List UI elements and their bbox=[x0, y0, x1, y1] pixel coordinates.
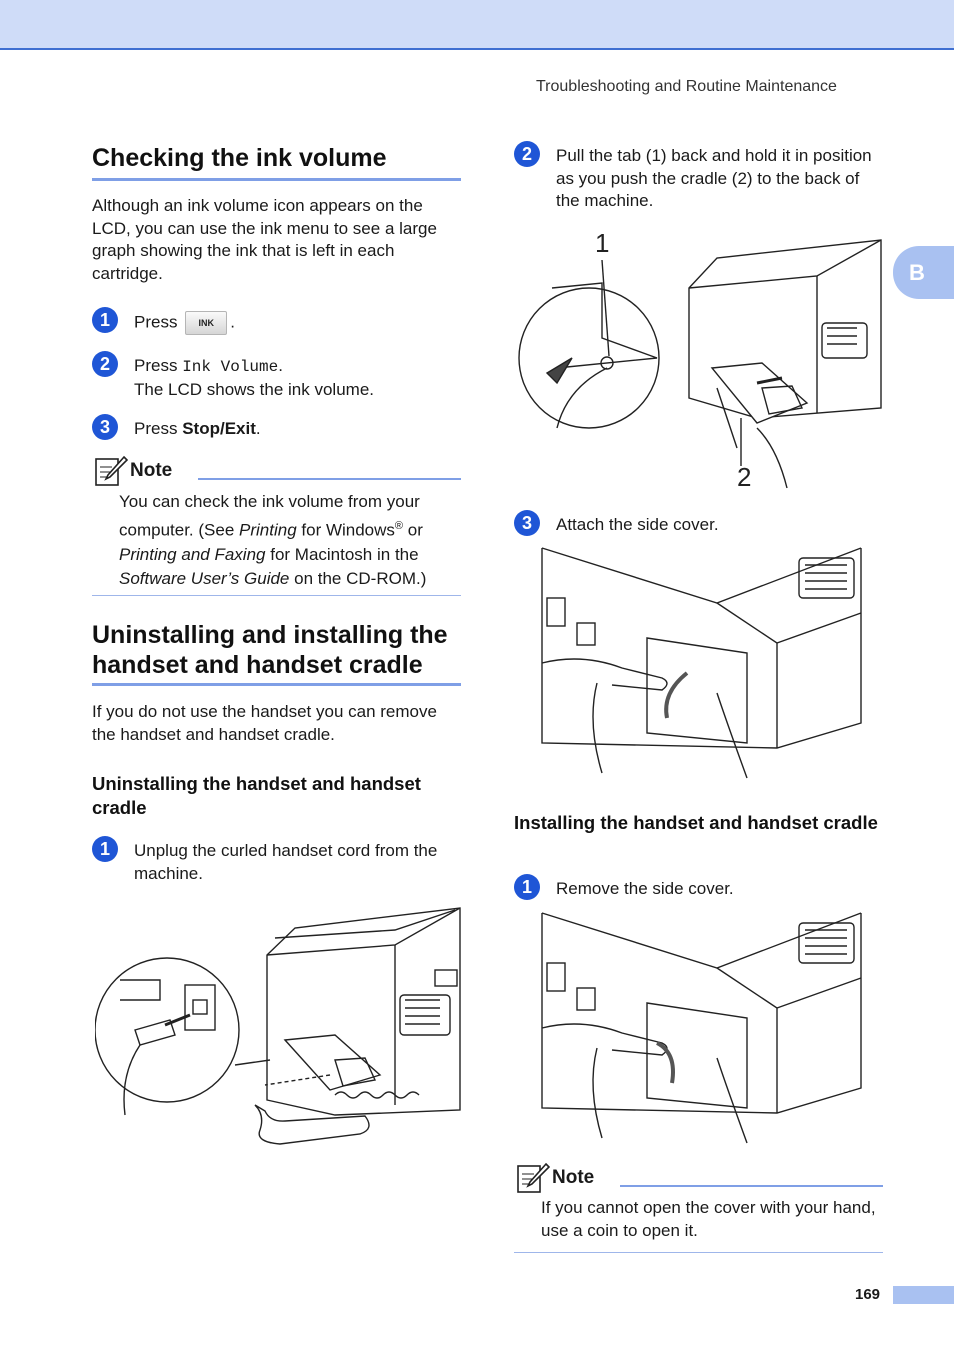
page-number: 169 bbox=[855, 1286, 881, 1303]
uninstall-step-1-text: Unplug the curled handset cord from the … bbox=[134, 841, 438, 883]
illustration-remove-cover bbox=[541, 912, 862, 1144]
note-end-rule bbox=[514, 1252, 883, 1253]
note-pencil-icon bbox=[95, 455, 128, 486]
subheading-uninstalling: Uninstalling the handset and handset cra… bbox=[92, 773, 421, 818]
note-label: Note bbox=[552, 1167, 595, 1188]
note-pencil-icon bbox=[517, 1162, 550, 1193]
step-number: 3 bbox=[514, 510, 540, 536]
note-header: Note bbox=[94, 455, 172, 487]
ink-intro-paragraph: Although an ink volume icon appears on t… bbox=[92, 196, 437, 283]
step-1-text: Press INK. bbox=[134, 311, 235, 335]
running-head: Troubleshooting and Routine Maintenance bbox=[536, 78, 837, 95]
subheading-installing: Installing the handset and handset cradl… bbox=[514, 812, 878, 833]
top-banner bbox=[0, 0, 954, 50]
title-rule bbox=[92, 178, 461, 181]
step-number: 1 bbox=[514, 874, 540, 900]
step-number: 3 bbox=[92, 414, 118, 440]
callout-label-2: 2 bbox=[737, 462, 751, 492]
step-3-text: Press Stop/Exit. bbox=[134, 419, 261, 438]
note-rule bbox=[198, 478, 461, 480]
title-rule bbox=[92, 683, 461, 686]
page-number-bar bbox=[893, 1286, 954, 1304]
uninstall-step-2-text: Pull the tab (1) back and hold it in pos… bbox=[556, 146, 872, 210]
note-label: Note bbox=[130, 460, 173, 481]
chapter-tab: B bbox=[893, 246, 954, 299]
note-ink-text: You can check the ink volume from your c… bbox=[119, 492, 427, 588]
ink-button-icon: INK bbox=[185, 311, 228, 335]
note-header: Note bbox=[516, 1162, 594, 1194]
note-coin-text: If you cannot open the cover with your h… bbox=[541, 1198, 876, 1240]
step-number: 2 bbox=[514, 141, 540, 167]
step-number: 1 bbox=[92, 307, 118, 333]
step-number: 2 bbox=[92, 351, 118, 377]
step-number: 1 bbox=[92, 836, 118, 862]
illustration-push-cradle: 1 2 bbox=[518, 228, 882, 492]
section-title-handset: Uninstalling and installing the handset … bbox=[92, 621, 448, 679]
install-step-1-text: Remove the side cover. bbox=[556, 879, 734, 898]
illustration-unplug-cord bbox=[95, 907, 461, 1145]
handset-intro-paragraph: If you do not use the handset you can re… bbox=[92, 702, 437, 744]
step-2-text: Press Ink Volume. The LCD shows the ink … bbox=[134, 356, 374, 399]
uninstall-step-3-text: Attach the side cover. bbox=[556, 515, 719, 534]
note-end-rule bbox=[92, 595, 461, 596]
illustration-attach-cover bbox=[541, 547, 862, 779]
section-title-ink-volume: Checking the ink volume bbox=[92, 144, 387, 172]
callout-label-1: 1 bbox=[595, 228, 609, 258]
note-rule bbox=[620, 1185, 883, 1187]
